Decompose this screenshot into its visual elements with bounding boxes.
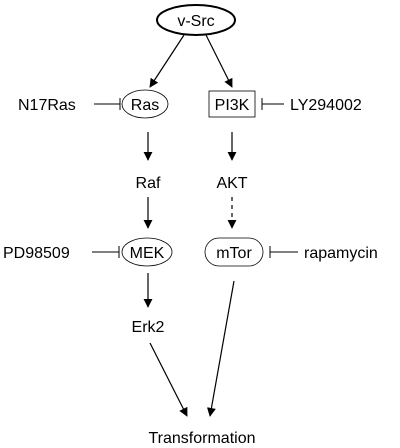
node-erk2-label: Erk2 xyxy=(132,319,165,336)
inhibitor-n17ras-label: N17Ras xyxy=(18,97,76,114)
node-raf-label: Raf xyxy=(136,175,161,192)
inhibitor-rapamycin-label: rapamycin xyxy=(304,245,378,262)
inhibitor-ly294002-label: LY294002 xyxy=(290,97,362,114)
arrow-erk2-to-transformation xyxy=(149,342,188,417)
node-mtor-label: mTor xyxy=(216,245,252,262)
node-ras-label: Ras xyxy=(131,97,159,114)
arrow-mtor-to-transformation xyxy=(206,280,235,417)
node-ras: Ras xyxy=(121,89,169,119)
node-akt-label: AKT xyxy=(216,175,247,192)
node-pi3k-label: PI3K xyxy=(215,97,250,114)
inhibitor-pd98509-label: PD98509 xyxy=(3,245,70,262)
node-v-src: v-Src xyxy=(156,4,236,36)
node-mtor: mTor xyxy=(204,237,264,267)
arrow-vsrc-to-pi3k xyxy=(205,34,233,88)
node-mek-label: MEK xyxy=(130,245,165,262)
node-v-src-label: v-Src xyxy=(177,13,214,30)
node-mek: MEK xyxy=(121,237,173,267)
arrow-vsrc-to-ras xyxy=(149,34,185,88)
node-transformation-label: Transformation xyxy=(149,430,256,447)
node-pi3k: PI3K xyxy=(208,90,256,118)
